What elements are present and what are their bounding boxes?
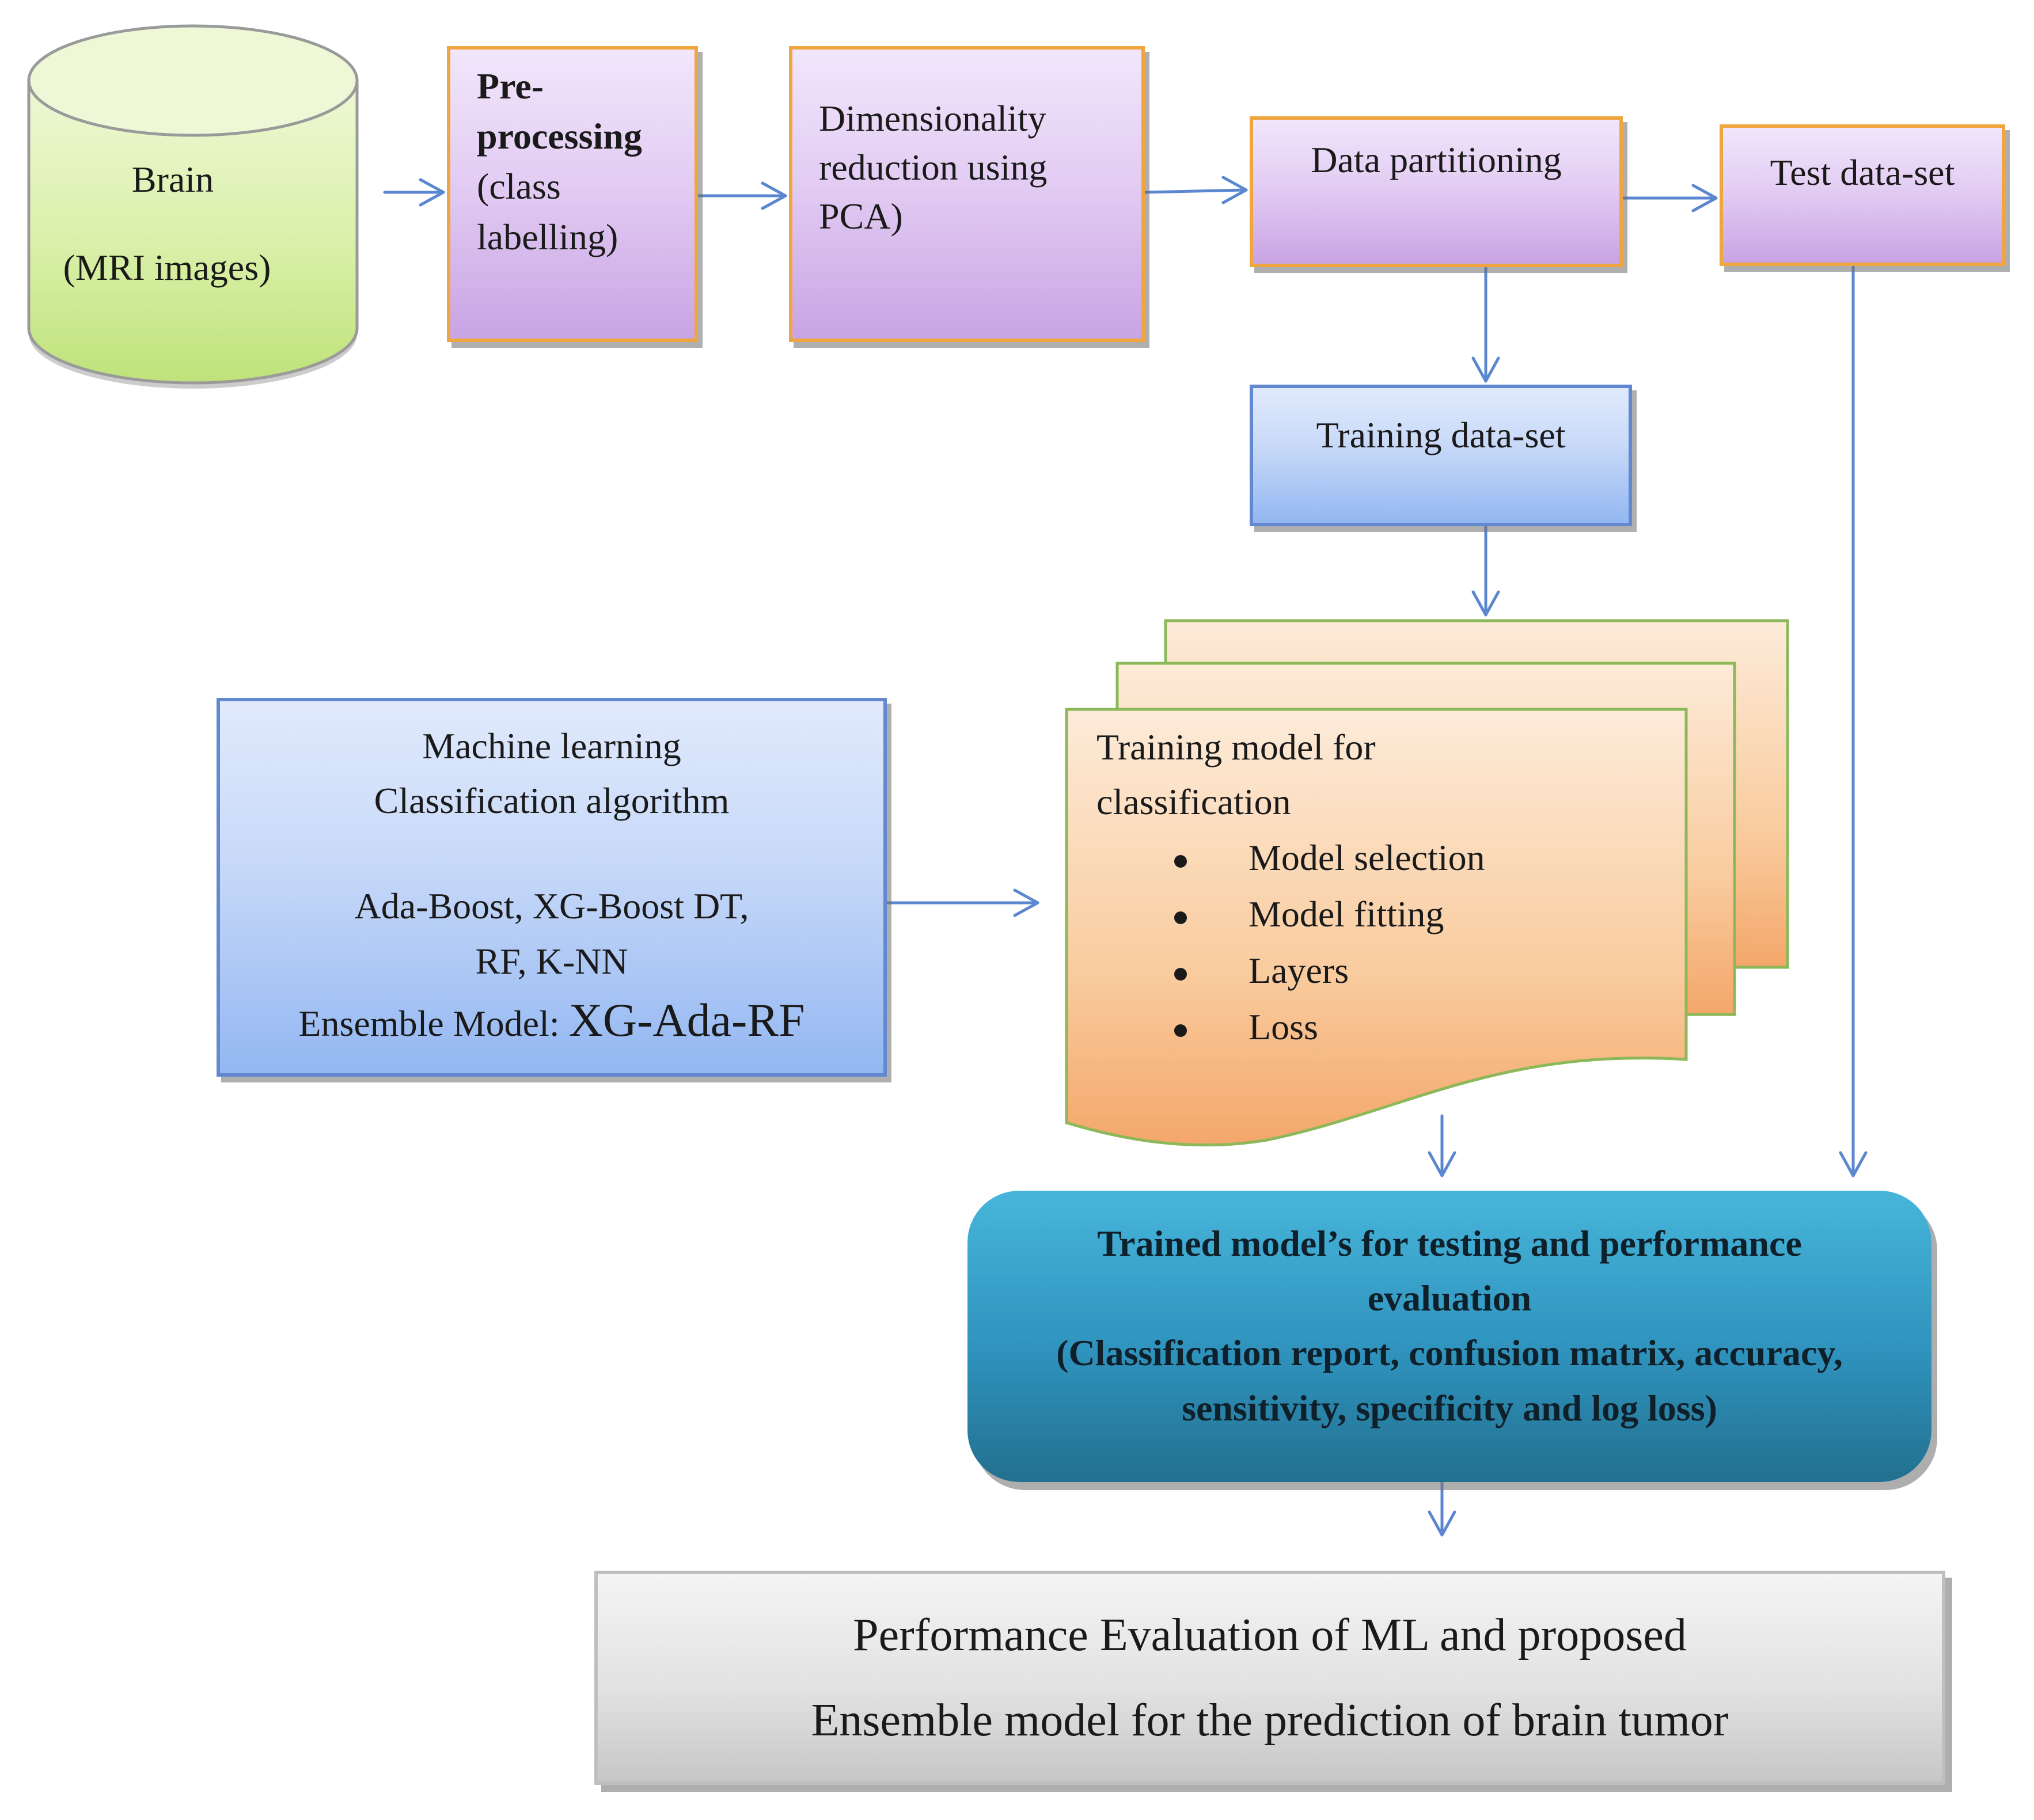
ml-algorithms-box: Machine learning Classification algorith… — [217, 698, 887, 1077]
bullet-loss: Loss — [1249, 1006, 1318, 1047]
bullet-model-selection: Model selection — [1249, 837, 1485, 878]
preprocessing-detail-1: (class — [477, 166, 561, 207]
training-dataset-label: Training data-set — [1316, 415, 1566, 455]
test-dataset-label: Test data-set — [1770, 152, 1955, 193]
bullet-layers: Layers — [1249, 950, 1349, 991]
training-model-title-1: Training model for — [1096, 727, 1376, 767]
arrow-preprocessing-to-pca — [696, 181, 787, 210]
training-model-title-2: classification — [1096, 781, 1291, 823]
ensemble-name: XG-Ada-RF — [568, 993, 805, 1046]
performance-line-1: Performance Evaluation of ML and propose… — [853, 1610, 1687, 1661]
evaluation-line-2: evaluation — [1367, 1278, 1532, 1319]
arrow-algorithms-to-model — [885, 888, 1039, 917]
preprocessing-title-1: Pre- — [477, 66, 544, 107]
arrow-brain-to-preprocessing — [383, 178, 445, 207]
arrow-partitioning-to-trainingset — [1471, 264, 1500, 383]
training-dataset-box: Training data-set — [1250, 385, 1632, 526]
dimensionality-line-2: reduction using — [819, 147, 1048, 188]
evaluation-box: Trained model’s for testing and performa… — [967, 1191, 1931, 1482]
preprocessing-detail-2: labelling) — [477, 216, 618, 257]
training-model-text: Training model for classification — [1096, 723, 1672, 826]
connector-arrows — [383, 176, 1868, 1537]
ensemble-prefix: Ensemble Model: — [298, 1002, 569, 1044]
ml-line-4: RF, K-NN — [475, 940, 628, 982]
data-partitioning-box: Data partitioning — [1250, 116, 1623, 267]
brain-subtitle: (MRI images) — [63, 247, 271, 288]
preprocessing-box: Pre- processing (class labelling) — [447, 46, 698, 342]
bullet-dots — [1174, 855, 1187, 1037]
ml-line-3: Ada-Boost, XG-Boost DT, — [354, 886, 749, 927]
brain-title: Brain — [131, 159, 214, 200]
performance-line-2: Ensemble model for the prediction of bra… — [811, 1695, 1729, 1746]
arrow-trainingset-to-model — [1471, 525, 1500, 617]
test-dataset-box: Test data-set — [1720, 124, 2005, 266]
ml-line-2: Classification algorithm — [374, 780, 730, 822]
arrow-pca-to-partitioning — [1143, 176, 1248, 204]
ml-line-1: Machine learning — [422, 725, 681, 766]
training-model-document-stack — [1065, 619, 1789, 1147]
brain-database-cylinder — [27, 24, 359, 389]
evaluation-line-1: Trained model’s for testing and performa… — [1097, 1223, 1802, 1264]
data-partitioning-label: Data partitioning — [1311, 139, 1562, 180]
preprocessing-title-2: processing — [477, 116, 642, 157]
bullet-model-fitting: Model fitting — [1249, 894, 1444, 934]
dimensionality-line-1: Dimensionality — [819, 98, 1046, 139]
arrow-testset-to-evaluation — [1839, 264, 1868, 1177]
performance-evaluation-box: Performance Evaluation of ML and propose… — [594, 1571, 1945, 1785]
ml-ensemble-line: Ensemble Model: XG-Ada-RF — [220, 990, 883, 1051]
evaluation-line-3: (Classification report, confusion matrix… — [1056, 1332, 1843, 1374]
brain-label: Brain (MRI images) — [29, 155, 357, 291]
training-model-bullets: Model selection Model fitting Layers Los… — [1249, 834, 1675, 1059]
evaluation-line-4: sensitivity, specificity and log loss) — [1182, 1387, 1717, 1428]
dimensionality-reduction-box: Dimensionality reduction using PCA) — [789, 46, 1145, 342]
arrow-model-to-evaluation — [1428, 1114, 1456, 1177]
arrow-partitioning-to-testset — [1621, 184, 1718, 212]
dimensionality-line-3: PCA) — [819, 196, 903, 237]
